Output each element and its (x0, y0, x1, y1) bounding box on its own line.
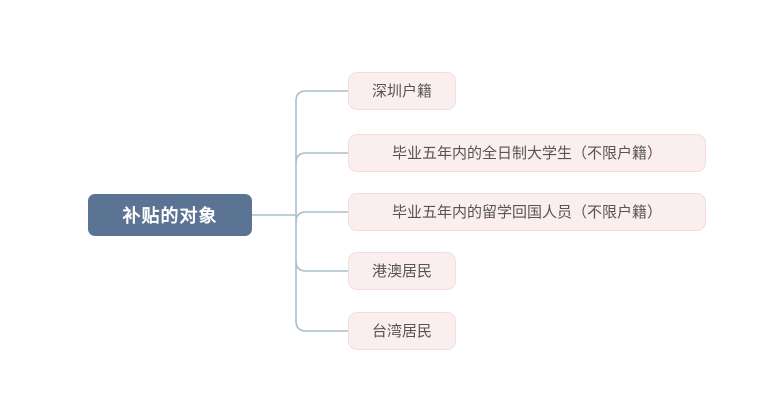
connector-branch-3 (295, 211, 349, 223)
child-node[interactable]: 港澳居民 (348, 252, 456, 290)
child-node-label: 港澳居民 (371, 261, 432, 280)
root-node[interactable]: 补贴的对象 (88, 194, 252, 236)
child-node[interactable]: 毕业五年内的留学回国人员（不限户籍） (348, 193, 706, 231)
connector-branch-2 (295, 152, 349, 164)
child-node-label: 深圳户籍 (371, 81, 432, 100)
connector-branch-1 (295, 90, 349, 102)
child-node-label: 台湾居民 (371, 321, 432, 340)
connector-branch-4 (295, 260, 349, 272)
child-node[interactable]: 毕业五年内的全日制大学生（不限户籍） (348, 134, 706, 172)
connector-branch-5 (295, 320, 349, 332)
root-node-label: 补贴的对象 (122, 206, 218, 227)
child-node-label: 毕业五年内的留学回国人员（不限户籍） (391, 202, 662, 221)
child-node-label: 毕业五年内的全日制大学生（不限户籍） (391, 143, 662, 162)
child-node[interactable]: 深圳户籍 (348, 72, 456, 110)
child-node[interactable]: 台湾居民 (348, 312, 456, 350)
